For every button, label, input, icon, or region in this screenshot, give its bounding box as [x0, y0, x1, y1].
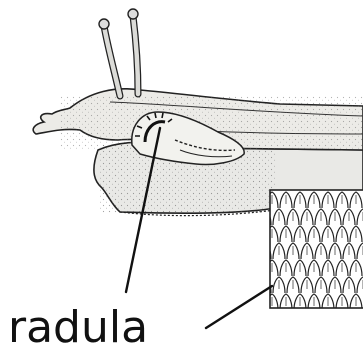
radula-tooth — [252, 260, 264, 276]
radula-label: radula — [8, 302, 148, 353]
tentacles — [99, 9, 138, 96]
radula-tooth — [252, 226, 264, 242]
pointer-line-to-closeup — [206, 286, 272, 328]
